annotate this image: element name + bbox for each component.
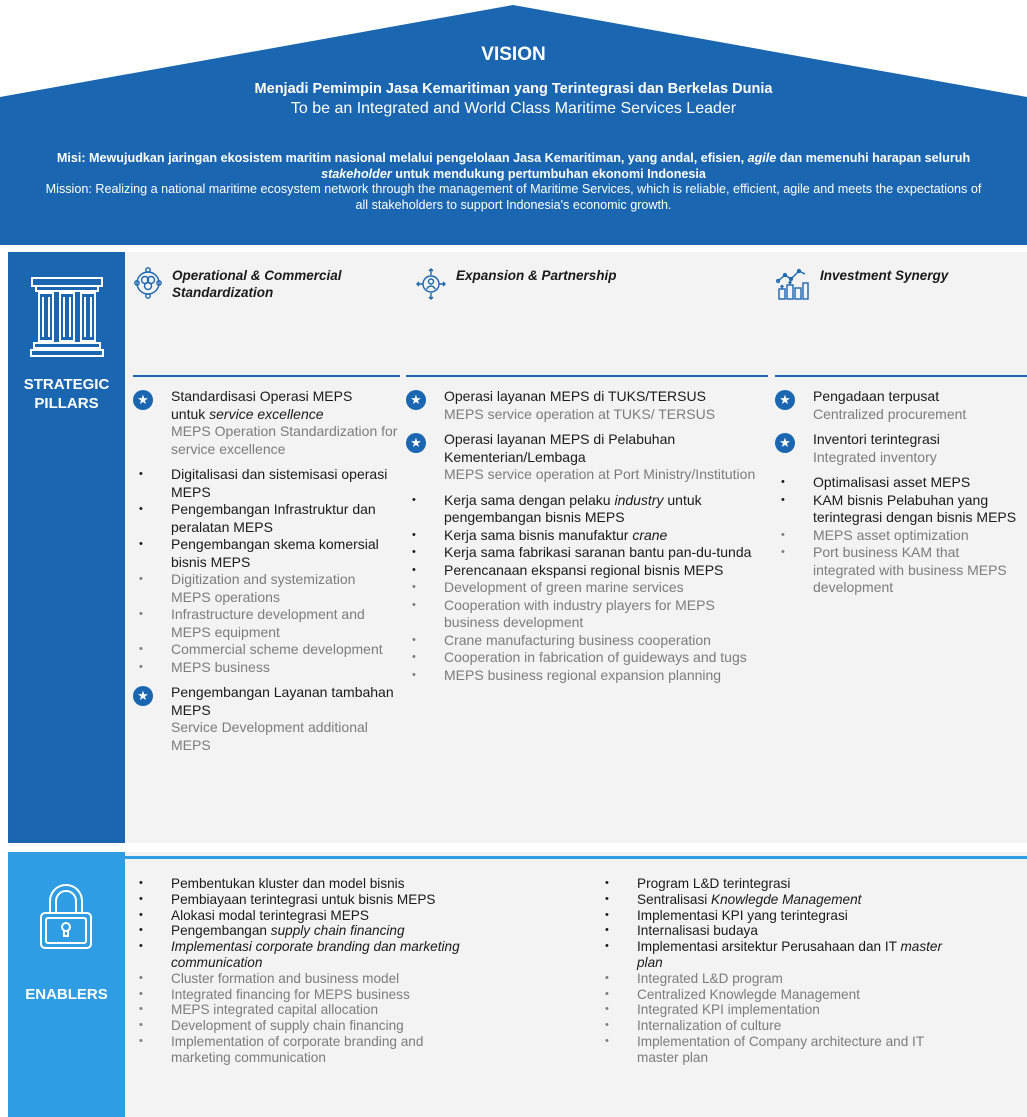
list-item: Implementasi arsitektur Perusahaan dan I…: [599, 939, 1019, 971]
mission-statement-id: Misi: Mewujudkan jaringan ekosistem mari…: [56, 151, 971, 181]
list-item: Cluster formation and business model: [133, 971, 573, 987]
list-item: Integrated KPI implementation: [599, 1002, 1019, 1018]
strategic-pillars-label: STRATEGIC PILLARS: [23, 376, 110, 412]
pillar-divider-2: [406, 375, 768, 377]
list-item: Program L&D terintegrasi: [599, 876, 1019, 892]
vision-title: VISION: [481, 44, 546, 65]
list-item: Cooperation with industry players for ME…: [406, 597, 768, 632]
vision-statement-id: Menjadi Pemimpin Jasa Kemaritiman yang T…: [254, 81, 773, 97]
bullet-list: Optimalisasi asset MEPS KAM bisnis Pelab…: [775, 474, 1022, 597]
bullet-list: Program L&D terintegrasi Sentralisasi Kn…: [599, 876, 1019, 1066]
list-item: Kerja sama fabrikasi saranan bantu pan-d…: [406, 544, 768, 562]
list-item: Implementasi corporate branding dan mark…: [133, 939, 573, 971]
star-icon: ★: [133, 686, 153, 706]
pillar-header-investment: Investment Synergy: [776, 267, 948, 301]
list-item: Cooperation in fabrication of guideways …: [406, 649, 768, 667]
bullet-list: Digitalisasi dan sistemisasi operasi MEP…: [133, 466, 398, 676]
star-item: ★ Pengadaan terpusat Centralized procure…: [775, 388, 1022, 423]
enablers-label: ENABLERS: [25, 986, 108, 1003]
star-icon: ★: [406, 390, 426, 410]
mission-statement: Misi: Mewujudkan jaringan ekosistem mari…: [40, 151, 987, 213]
partnership-icon: [416, 268, 446, 300]
list-item: Centralized Knowlegde Management: [599, 987, 1019, 1003]
list-item: Internalisasi budaya: [599, 923, 1019, 939]
list-item: Kerja sama bisnis manufaktur crane: [406, 527, 768, 545]
list-item: MEPS business regional expansion plannin…: [406, 667, 768, 685]
pillar-column-investment: ★ Pengadaan terpusat Centralized procure…: [775, 388, 1022, 605]
bullet-list: Kerja sama dengan pelaku industry untuk …: [406, 492, 768, 685]
list-item: Integrated L&D program: [599, 971, 1019, 987]
star-item: ★ Operasi layanan MEPS di Pelabuhan Keme…: [406, 431, 768, 484]
list-item: Implementasi KPI yang terintegrasi: [599, 908, 1019, 924]
pillar-divider-3: [775, 375, 1027, 377]
list-item: Sentralisasi Knowlegde Management: [599, 892, 1019, 908]
list-item: Pembentukan kluster dan model bisnis: [133, 876, 573, 892]
list-item: Pembiayaan terintegrasi untuk bisnis MEP…: [133, 892, 573, 908]
list-item: Alokasi modal terintegrasi MEPS: [133, 908, 573, 924]
pillar-title-standardization: Operational & Commercial Standardization: [172, 268, 342, 300]
list-item: Kerja sama dengan pelaku industry untuk …: [406, 492, 768, 527]
vision-roof-panel: [0, 5, 1027, 245]
list-item: Optimalisasi asset MEPS: [775, 474, 1022, 492]
star-item: ★ Standardisasi Operasi MEPS untuk servi…: [133, 388, 398, 458]
list-item: MEPS integrated capital allocation: [133, 1002, 573, 1018]
list-item: Port business KAM that integrated with b…: [775, 544, 1022, 597]
pillar-divider-1: [133, 375, 400, 377]
list-item: Internalization of culture: [599, 1018, 1019, 1034]
network-icon: [134, 267, 162, 299]
pillar-title-expansion: Expansion & Partnership: [456, 268, 617, 283]
pillar-header-standardization: Operational & Commercial Standardization: [134, 267, 342, 301]
pillar-header-expansion: Expansion & Partnership: [416, 267, 617, 301]
enablers-divider: [125, 856, 1027, 859]
star-icon: ★: [775, 390, 795, 410]
list-item: KAM bisnis Pelabuhan yang terintegrasi d…: [775, 492, 1022, 527]
list-item: Perencanaan ekspansi regional bisnis MEP…: [406, 562, 768, 580]
list-item: Implementation of Company architecture a…: [599, 1034, 1019, 1066]
enablers-sidebar: [8, 852, 125, 1117]
list-item: Digitization and systemization MEPS oper…: [133, 571, 398, 606]
star-icon: ★: [133, 390, 153, 410]
pillar-column-standardization: ★ Standardisasi Operasi MEPS untuk servi…: [133, 388, 398, 762]
pillars-icon: [30, 277, 104, 357]
list-item: MEPS business: [133, 659, 398, 677]
list-item: Commercial scheme development: [133, 641, 398, 659]
investment-icon: [776, 268, 809, 300]
list-item: Pengembangan skema komersial bisnis MEPS: [133, 536, 398, 571]
star-item: ★ Operasi layanan MEPS di TUKS/TERSUS ME…: [406, 388, 768, 423]
list-item: Implementation of corporate branding and…: [133, 1034, 573, 1066]
list-item: Development of green marine services: [406, 579, 768, 597]
enablers-column-left: Pembentukan kluster dan model bisnis Pem…: [133, 876, 573, 1074]
enablers-column-right: Program L&D terintegrasi Sentralisasi Kn…: [599, 876, 1019, 1074]
star-icon: ★: [406, 433, 426, 453]
vision-statement-en: To be an Integrated and World Class Mari…: [290, 100, 737, 117]
pillar-column-expansion: ★ Operasi layanan MEPS di TUKS/TERSUS ME…: [406, 388, 768, 692]
list-item: Integrated financing for MEPS business: [133, 987, 573, 1003]
star-item: ★ Inventori terintegrasi Integrated inve…: [775, 431, 1022, 466]
list-item: Infrastructure development and MEPS equi…: [133, 606, 398, 641]
mission-statement-en: Mission: Realizing a national maritime e…: [45, 182, 982, 212]
list-item: Development of supply chain financing: [133, 1018, 573, 1034]
padlock-icon: [40, 884, 92, 949]
pillar-title-investment: Investment Synergy: [820, 268, 949, 283]
bullet-list: Pembentukan kluster dan model bisnis Pem…: [133, 876, 573, 1066]
star-item: ★ Pengembangan Layanan tambahan MEPS Ser…: [133, 684, 398, 754]
list-item: MEPS asset optimization: [775, 527, 1022, 545]
list-item: Digitalisasi dan sistemisasi operasi MEP…: [133, 466, 398, 501]
list-item: Pengembangan supply chain financing: [133, 923, 573, 939]
list-item: Crane manufacturing business cooperation: [406, 632, 768, 650]
star-icon: ★: [775, 433, 795, 453]
list-item: Pengembangan Infrastruktur dan peralatan…: [133, 501, 398, 536]
